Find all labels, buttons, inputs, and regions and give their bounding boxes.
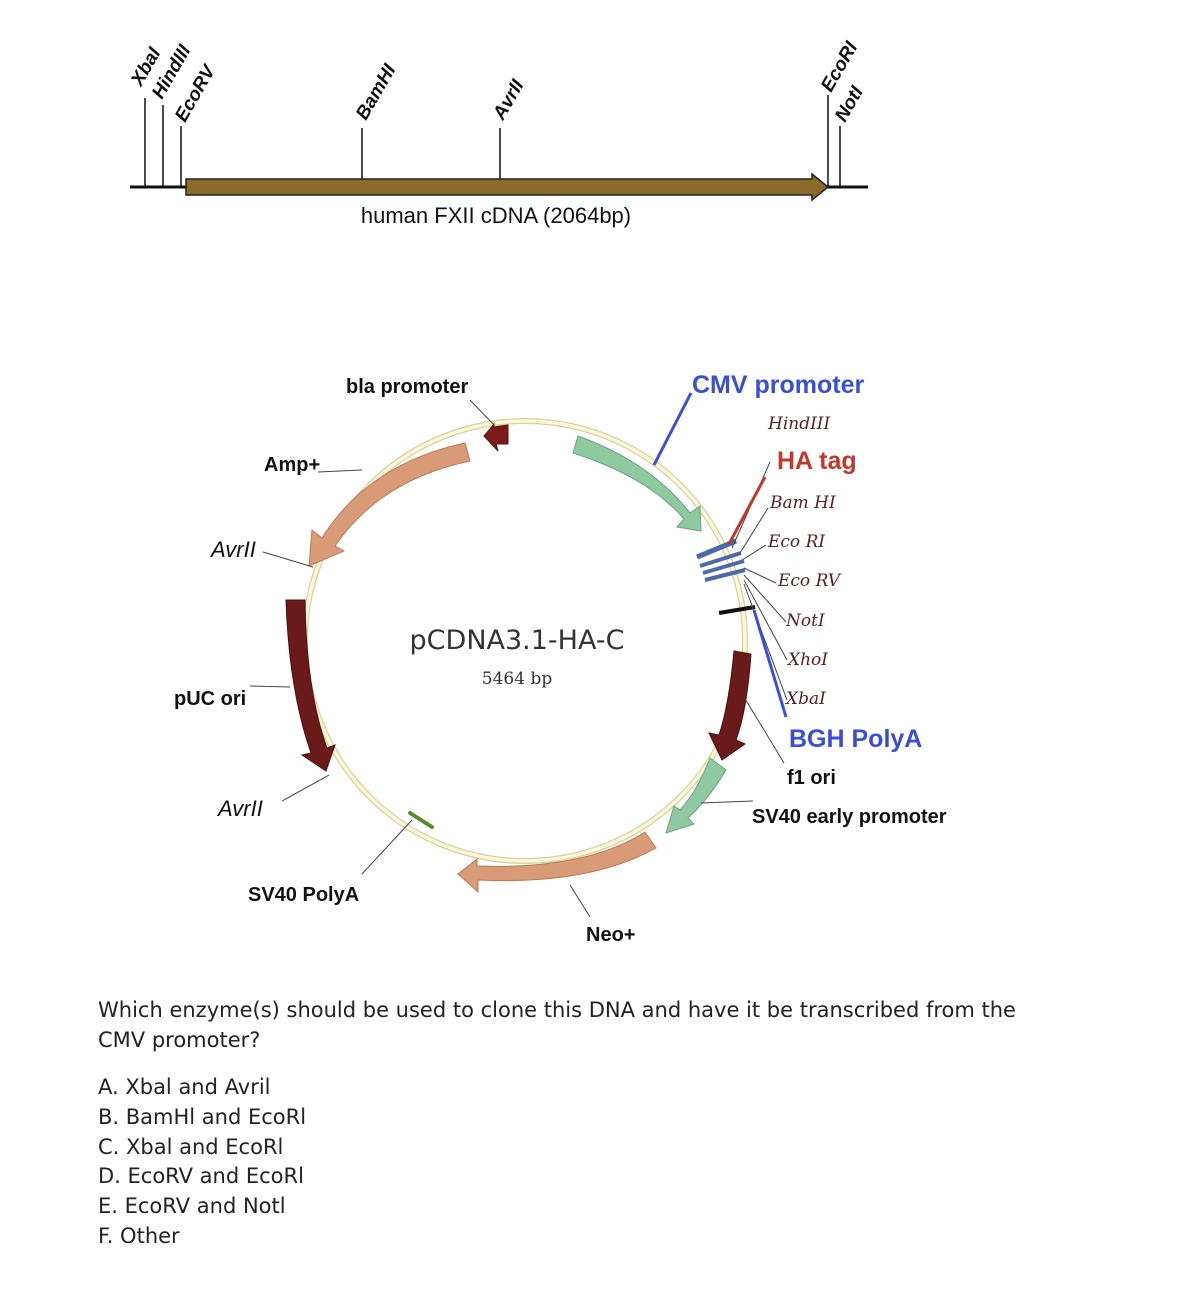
amp-resistance-arrow — [308, 442, 471, 567]
f1-leader — [743, 696, 785, 764]
sv40-early-promoter-arrow — [665, 757, 727, 834]
plasmid-name: pCDNA3.1-HA-C — [410, 625, 625, 656]
question-text: Which enzyme(s) should be used to clone … — [98, 998, 1016, 1052]
bamhi-leader — [739, 507, 769, 554]
avrii-top-leader — [262, 551, 314, 568]
puc-ori-arrow — [285, 599, 336, 772]
bgh-stripe — [718, 605, 756, 615]
site-label-bamhi: BamHI — [352, 60, 401, 123]
bla-leader — [469, 399, 495, 426]
fxii-cdna-arrow — [185, 172, 830, 202]
site-label-avrii: AvrII — [489, 76, 529, 125]
label-avrii-top: AvrII — [209, 537, 256, 562]
cmv-promoter-arrow — [572, 435, 702, 532]
mcs-stripes — [696, 538, 756, 615]
f1-ori-arrow — [708, 650, 752, 761]
xhoi-leader — [743, 579, 788, 661]
label-amp: Amp+ — [264, 454, 320, 476]
option-d[interactable]: D. EcoRV and EcoRl — [98, 1164, 304, 1189]
mcs-label-noti: NotI — [785, 611, 825, 631]
xbai-leader — [743, 583, 788, 701]
mcs-label-xbai: XbaI — [784, 689, 826, 709]
ecori-leader — [741, 544, 767, 561]
puc-leader — [249, 685, 291, 688]
neo-leader — [569, 884, 591, 918]
linear-map: XbaI HindIII EcoRV BamHI AvrII EcoRI Not… — [127, 38, 869, 228]
label-sv40-early-promoter: SV40 early promoter — [752, 806, 947, 828]
label-bgh-polya: BGH PolyA — [789, 725, 922, 753]
label-neo: Neo+ — [586, 924, 635, 946]
option-e[interactable]: E. EcoRV and Notl — [98, 1194, 286, 1219]
answer-options: A. Xbal and Avril B. BamHl and EcoRl C. … — [98, 1073, 306, 1252]
label-avrii-bottom: AvrII — [216, 796, 263, 821]
option-b[interactable]: B. BamHl and EcoRl — [98, 1104, 307, 1129]
mcs-label-hindiii: HindIII — [767, 414, 831, 434]
ha-tag-callout-line — [727, 476, 767, 545]
cmv-callout-line — [652, 392, 693, 466]
option-f[interactable]: F. Other — [98, 1223, 180, 1248]
amp-leader — [317, 469, 363, 473]
sv40-polya-leader — [361, 819, 413, 875]
plasmid-size: 5464 bp — [482, 669, 553, 689]
sv40-polya-mark — [408, 811, 434, 829]
neo-resistance-arrow — [457, 831, 657, 894]
mcs-label-ecori: Eco RI — [767, 532, 825, 552]
mcs-label-ecorv: Eco RV — [777, 571, 842, 591]
option-a[interactable]: A. Xbal and Avril — [98, 1075, 271, 1099]
mcs-stripe-4 — [704, 568, 746, 582]
insert-label: human FXII cDNA (2064bp) — [361, 203, 631, 228]
label-sv40-polya: SV40 PolyA — [248, 884, 359, 906]
label-f1-ori: f1 ori — [787, 767, 836, 789]
noti-leader — [743, 574, 787, 623]
mcs-label-xhoi: XhoI — [786, 650, 828, 670]
bla-promoter-arrow — [483, 422, 509, 452]
ecorv-leader — [743, 567, 777, 584]
mcs-stripe-3 — [702, 559, 745, 575]
label-ha-tag: HA tag — [777, 447, 857, 475]
mcs-stripe-2 — [699, 551, 742, 568]
label-puc-ori: pUC ori — [174, 688, 246, 710]
label-cmv-promoter: CMV promoter — [692, 371, 865, 399]
option-c[interactable]: C. Xbal and EcoRl — [98, 1134, 284, 1159]
label-bla-promoter: bla promoter — [346, 376, 468, 398]
avrii-bottom-leader — [281, 774, 330, 802]
mcs-label-bamhi: Bam HI — [769, 493, 836, 513]
leader-lines — [249, 399, 788, 918]
bgh-callout-line — [752, 609, 788, 718]
sv40-early-leader — [700, 800, 754, 804]
plasmid-map: bla promoter Amp+ AvrII pUC ori AvrII SV… — [174, 371, 947, 946]
